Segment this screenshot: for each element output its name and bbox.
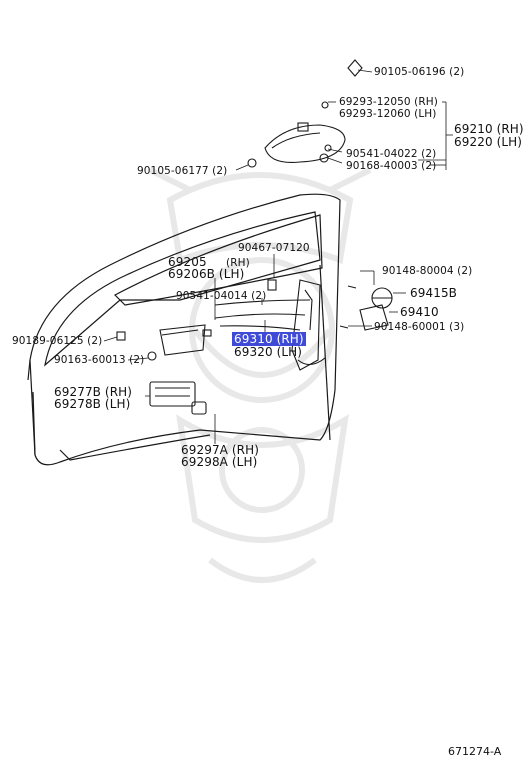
part-label-69205[interactable]: 69205 [168, 255, 207, 269]
part-label-69410[interactable]: 69410 [400, 305, 439, 319]
diagram-reference-id: 671274-A [448, 745, 502, 758]
part-label-90105-06177[interactable]: 90105-06177 (2) [137, 165, 228, 177]
part-label-69297A[interactable]: 69297A (RH) [181, 443, 260, 457]
watermark-logo [148, 167, 372, 583]
door-panel [27, 193, 341, 466]
outside-handle-assembly [247, 59, 363, 168]
leader-lines [103, 69, 453, 444]
part-label-90168-40003[interactable]: 90168-40003 (2) [346, 160, 437, 172]
part-label-69210[interactable]: 69210 (RH) [454, 122, 524, 136]
part-label-90467-07120[interactable]: 90467-07120 [238, 242, 310, 254]
part-label-69206B[interactable]: 69206B (LH) [168, 267, 245, 281]
part-label-69293-12060[interactable]: 69293-12060 (LH) [339, 108, 437, 120]
part-label-90189-06125[interactable]: 90189-06125 (2) [12, 335, 103, 347]
part-label-90541-04022[interactable]: 90541-04022 (2) [346, 148, 437, 160]
part-label-69310[interactable]: 69310 (RH) [232, 332, 306, 346]
part-label-69277B[interactable]: 69277B (RH) [54, 385, 133, 399]
part-label-90541-04014[interactable]: 90541-04014 (2) [176, 290, 267, 302]
part-label-69298A[interactable]: 69298A (LH) [181, 455, 258, 469]
part-label-69415B[interactable]: 69415B [410, 286, 458, 300]
part-label-90163-60013[interactable]: 90163-60013 (2) [54, 354, 145, 366]
part-label-69320[interactable]: 69320 (LH) [234, 345, 303, 359]
part-label-69205-rh: (RH) [226, 257, 250, 269]
part-label-69220[interactable]: 69220 (LH) [454, 135, 523, 149]
part-label-69310-highlight: 69310 (RH) [232, 332, 306, 346]
inner-mechanism [116, 279, 393, 415]
part-label-69278B[interactable]: 69278B (LH) [54, 397, 131, 411]
part-label-90148-60001[interactable]: 90148-60001 (3) [374, 321, 465, 333]
part-label-90105-06196[interactable]: 90105-06196 (2) [374, 66, 465, 78]
part-label-69293-12050[interactable]: 69293-12050 (RH) [339, 96, 438, 108]
part-label-90148-80004[interactable]: 90148-80004 (2) [382, 265, 473, 277]
